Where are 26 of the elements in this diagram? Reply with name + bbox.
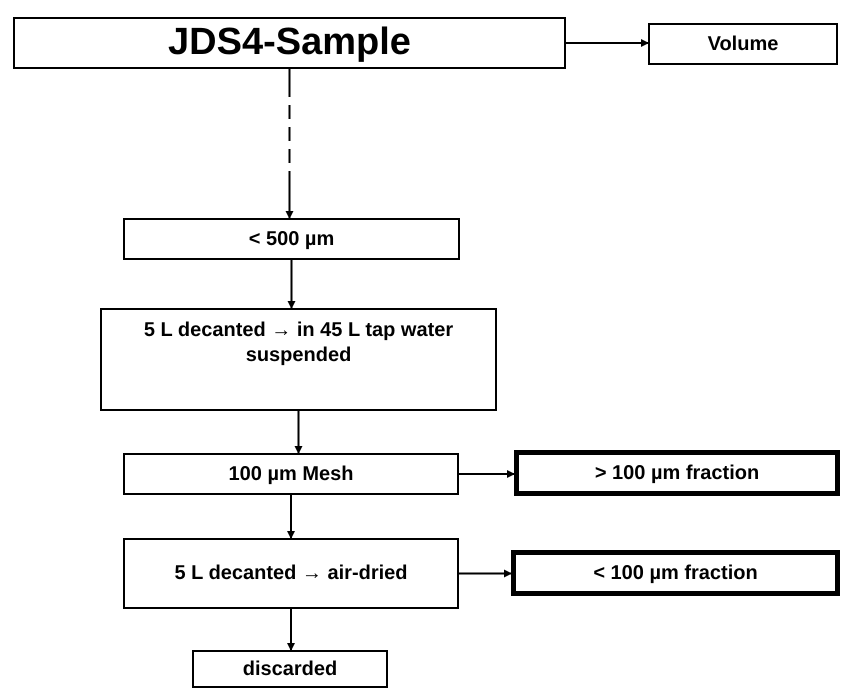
box-label: 100 µm Mesh: [228, 462, 354, 486]
arrow: [566, 39, 649, 47]
process-box: [100, 308, 497, 411]
box-label: Volume: [708, 32, 778, 56]
process-box: [123, 538, 459, 609]
process-box: [514, 450, 840, 496]
process-box: [648, 23, 838, 65]
arrow: [287, 495, 295, 539]
box-label: JDS4-Sample: [168, 20, 411, 66]
arrow: [287, 609, 295, 651]
box-label: discarded: [242, 656, 338, 682]
process-box: [13, 17, 566, 69]
box-label: 5 L decanted → air-dried: [174, 561, 408, 586]
arrow: [286, 69, 294, 219]
box-label: < 500 µm: [248, 226, 334, 252]
process-box: [123, 453, 459, 495]
arrow: [459, 570, 512, 578]
process-box: [511, 550, 840, 596]
arrow: [294, 411, 302, 454]
process-box: [123, 218, 460, 260]
box-label: > 100 µm fraction: [594, 460, 760, 486]
process-box: [192, 650, 388, 688]
arrow: [288, 260, 296, 309]
box-label: 5 L decanted → in 45 L tap water suspended: [142, 318, 454, 368]
box-label: < 100 µm fraction: [593, 560, 758, 586]
arrow: [459, 470, 515, 478]
